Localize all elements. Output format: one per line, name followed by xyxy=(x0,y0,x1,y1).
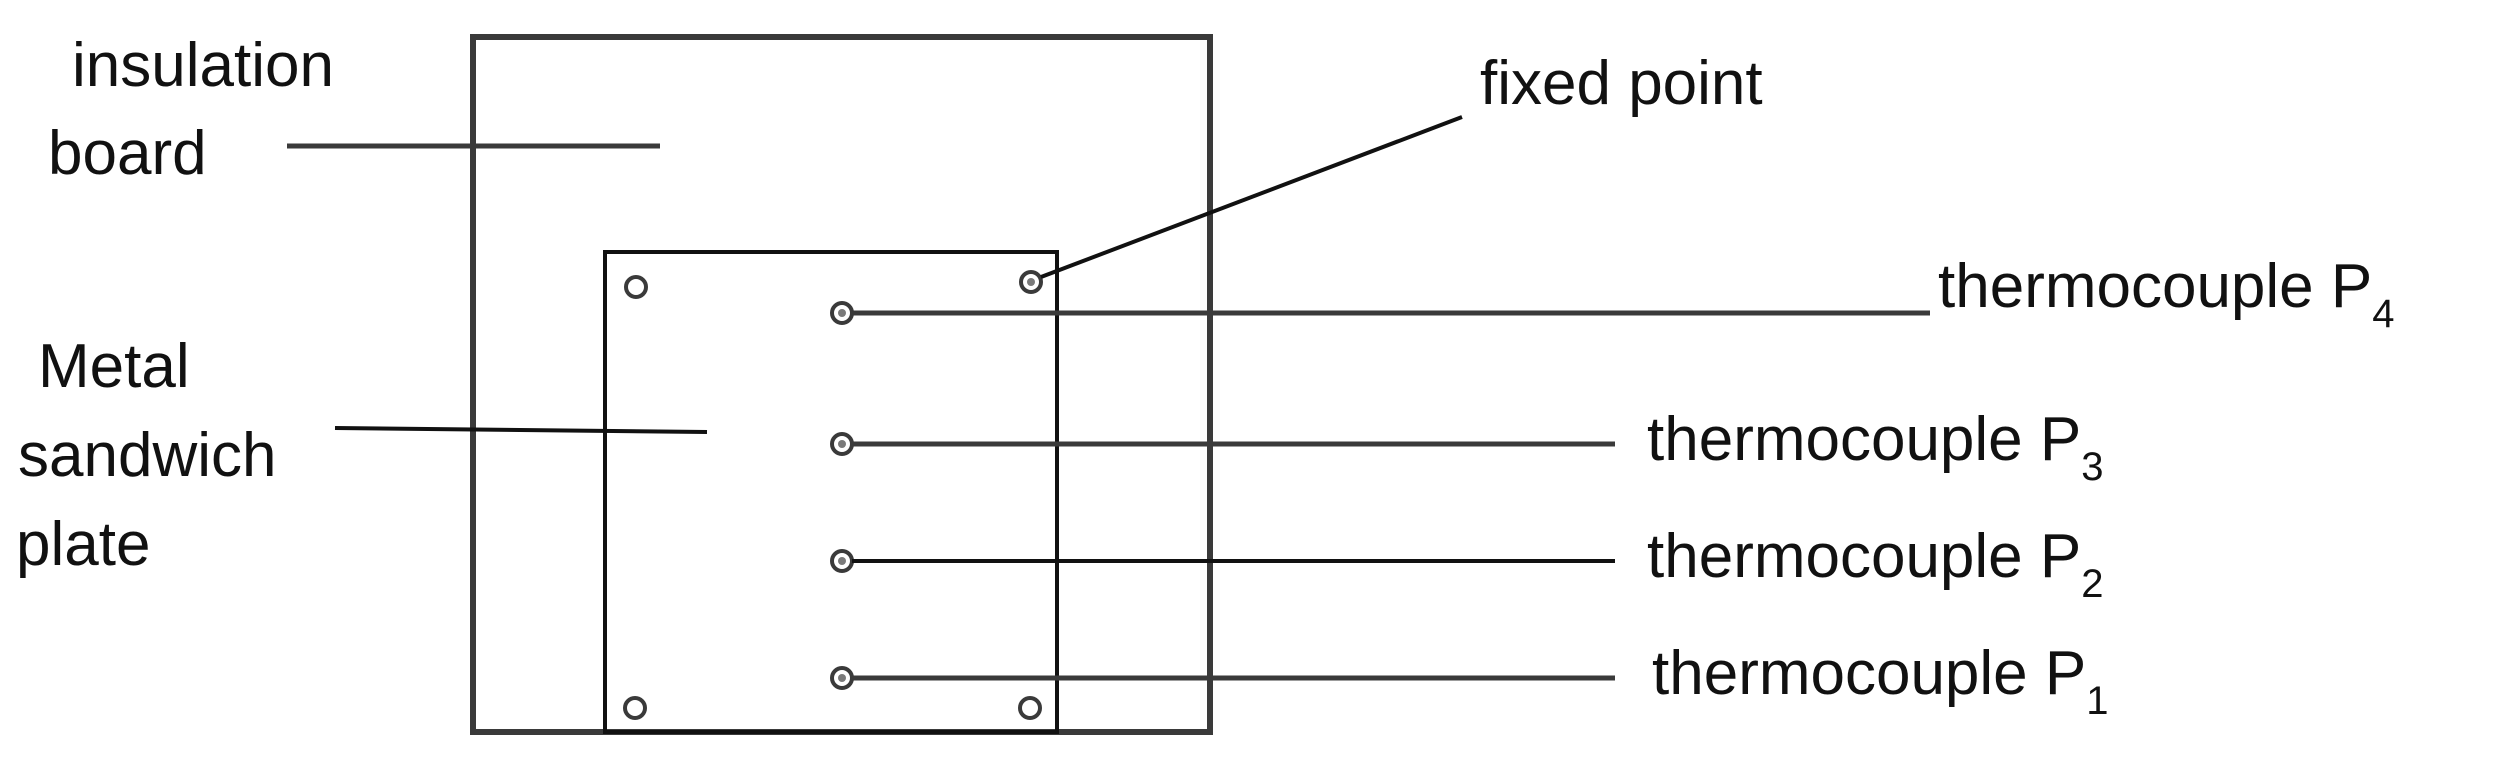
metal-sandwich-plate xyxy=(603,250,1059,734)
metal-plate-label-line1: Metal xyxy=(38,332,190,401)
fixed-point-leader-line xyxy=(1040,115,1463,279)
corner-points xyxy=(623,275,1042,720)
insulation-board xyxy=(470,34,1213,735)
thermocouple-p4-marker xyxy=(830,301,854,325)
corner-point-bottom-left xyxy=(623,696,647,720)
thermocouple-p4-subscript: 4 xyxy=(2372,292,2394,336)
insulation-board-label-line2: board xyxy=(48,119,207,188)
thermocouple-p3-label: thermocouple P3 xyxy=(1647,405,2104,489)
corner-point-top-left xyxy=(624,275,648,299)
thermocouple-p1-subscript: 1 xyxy=(2086,679,2108,723)
thermocouple-p1-marker xyxy=(830,666,854,690)
fixed-point-label: fixed point xyxy=(1480,49,1763,118)
insulation-board-label-line1: insulation xyxy=(72,31,334,100)
thermocouple-p3-marker xyxy=(830,432,854,456)
metal-plate-label-line3: plate xyxy=(16,510,150,579)
thermocouple-p1-label: thermocouple P1 xyxy=(1652,639,2109,723)
metal-plate-label-line2: sandwich xyxy=(18,421,276,490)
thermocouple-p2-marker xyxy=(830,549,854,573)
metal-plate-leader-line xyxy=(334,426,708,434)
thermocouple-p3-subscript: 3 xyxy=(2081,445,2103,489)
thermocouple-p4-label: thermocouple P4 xyxy=(1938,252,2395,336)
thermocouple-p2-label: thermocouple P2 xyxy=(1647,522,2104,606)
fixed-point-marker xyxy=(1019,270,1043,294)
thermocouple-p2-subscript: 2 xyxy=(2081,562,2103,606)
corner-point-bottom-right xyxy=(1018,696,1042,720)
